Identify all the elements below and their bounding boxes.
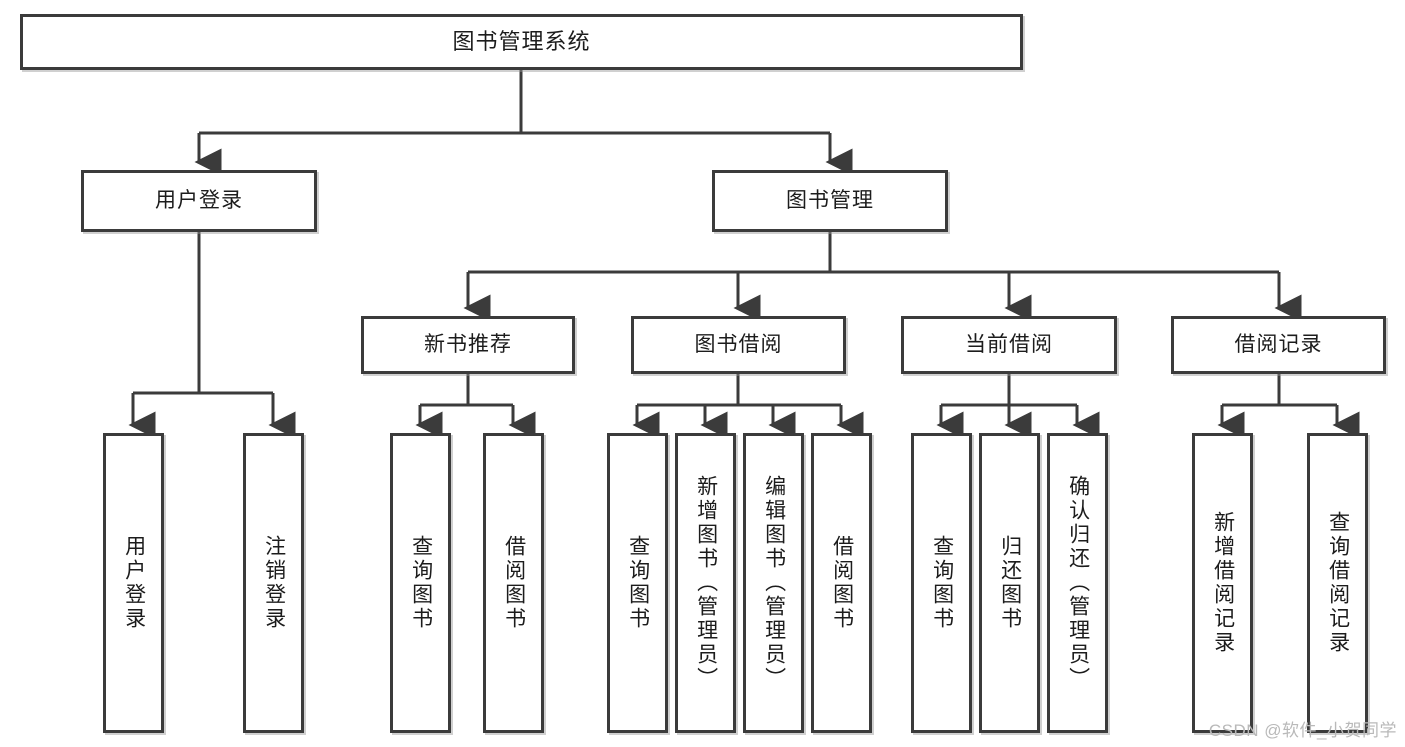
leaf-edit-book-admin[interactable]: 编辑图书（管理员） (743, 433, 804, 733)
node-book-management[interactable]: 图书管理 (712, 170, 948, 232)
node-label: 借阅图书 (830, 535, 854, 631)
node-label: 新增借阅记录 (1211, 511, 1235, 655)
node-label: 借阅记录 (1234, 333, 1323, 357)
node-label: 用户登录 (155, 189, 243, 213)
node-current-borrow[interactable]: 当前借阅 (901, 316, 1117, 374)
node-label: 图书管理 (786, 189, 874, 213)
node-new-book-recommend[interactable]: 新书推荐 (361, 316, 575, 374)
node-borrow-record[interactable]: 借阅记录 (1171, 316, 1386, 374)
node-label: 查询图书 (409, 535, 433, 631)
watermark: CSDN @软件_小贺同学 (1208, 721, 1397, 740)
node-label: 当前借阅 (965, 333, 1053, 357)
node-user-login[interactable]: 用户登录 (81, 170, 317, 232)
leaf-borrow-book-new[interactable]: 借阅图书 (483, 433, 544, 733)
node-label: 查询图书 (626, 535, 650, 631)
node-label: 注销登录 (262, 535, 286, 631)
leaf-query-book-current[interactable]: 查询图书 (911, 433, 972, 733)
leaf-query-borrow-record[interactable]: 查询借阅记录 (1307, 433, 1368, 733)
node-label: 用户登录 (122, 535, 146, 631)
leaf-query-book-new[interactable]: 查询图书 (390, 433, 451, 733)
node-label: 查询借阅记录 (1326, 511, 1350, 655)
node-label: 确认归还（管理员） (1066, 475, 1090, 691)
leaf-confirm-return-admin[interactable]: 确认归还（管理员） (1047, 433, 1108, 733)
leaf-return-book[interactable]: 归还图书 (979, 433, 1040, 733)
node-label: 新增图书（管理员） (694, 475, 718, 691)
node-label: 借阅图书 (502, 535, 526, 631)
node-label: 图书管理系统 (452, 28, 591, 54)
leaf-user-login[interactable]: 用户登录 (103, 433, 164, 733)
leaf-query-book-borrow[interactable]: 查询图书 (607, 433, 668, 733)
node-label: 新书推荐 (424, 333, 512, 357)
node-root-system[interactable]: 图书管理系统 (20, 14, 1023, 70)
node-label: 图书借阅 (694, 333, 783, 357)
node-label: 编辑图书（管理员） (762, 475, 786, 691)
leaf-logout[interactable]: 注销登录 (243, 433, 304, 733)
leaf-add-book-admin[interactable]: 新增图书（管理员） (675, 433, 736, 733)
node-label: 查询图书 (930, 535, 954, 631)
leaf-add-borrow-record[interactable]: 新增借阅记录 (1192, 433, 1253, 733)
node-label: 归还图书 (998, 535, 1022, 631)
node-book-borrow[interactable]: 图书借阅 (631, 316, 846, 374)
leaf-borrow-book[interactable]: 借阅图书 (811, 433, 872, 733)
